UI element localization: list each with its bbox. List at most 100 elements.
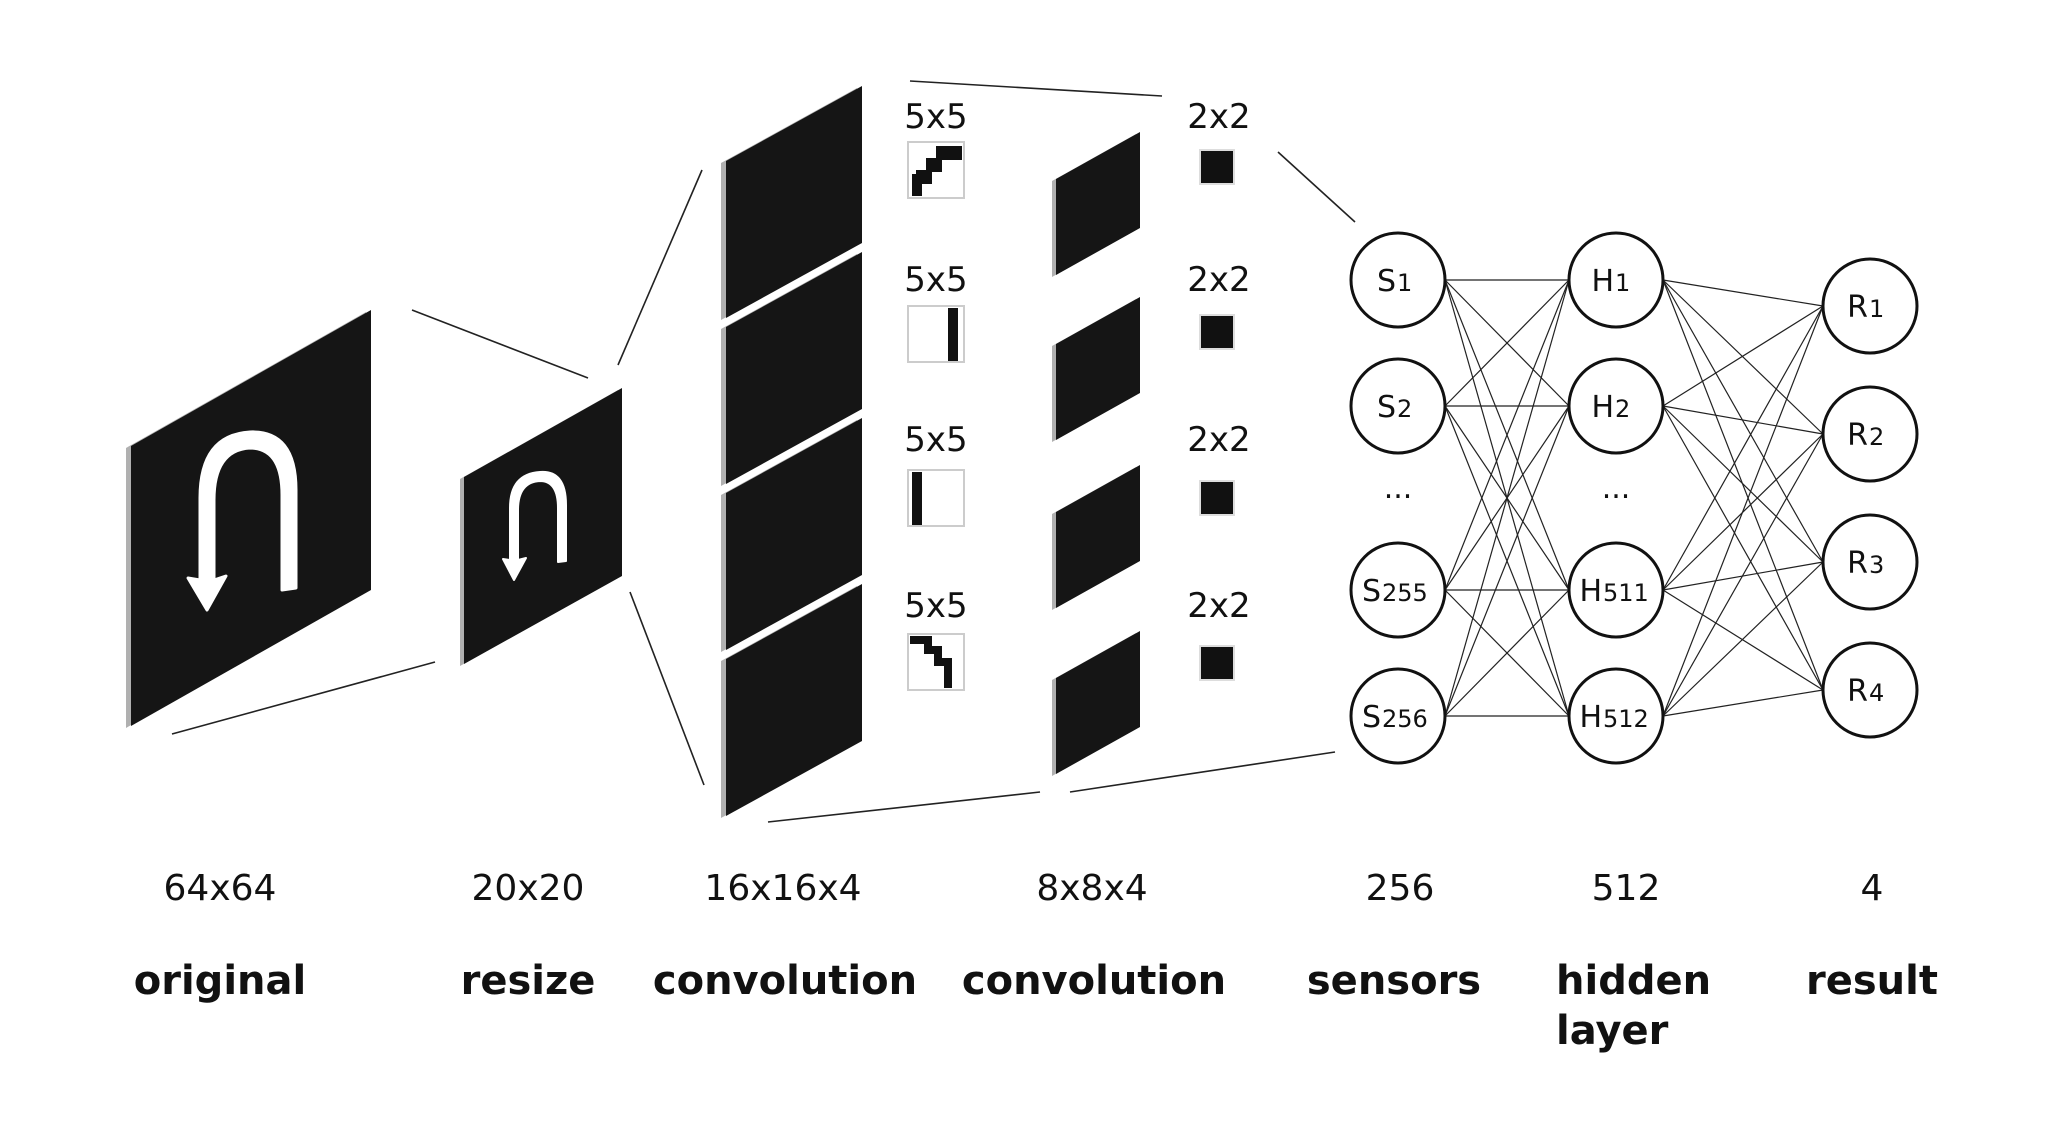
pool-label-4: 2x2 xyxy=(1187,586,1250,626)
resized-image-panel xyxy=(460,388,622,666)
node-letter: S xyxy=(1362,574,1381,609)
node-subscript: 255 xyxy=(1382,579,1428,607)
dims-resize: 20x20 xyxy=(472,868,585,909)
result-node-3: R 3 xyxy=(1821,513,1919,611)
node-subscript: 2 xyxy=(1869,423,1884,451)
pool-label-3: 2x2 xyxy=(1187,420,1250,460)
pool-kernel-4 xyxy=(1199,645,1235,681)
conv1-feature-maps xyxy=(721,86,862,818)
caption-sensors: sensors xyxy=(1307,958,1481,1004)
node-letter: H xyxy=(1579,700,1602,735)
node-subscript: 1 xyxy=(1397,269,1412,297)
network-connections xyxy=(1444,279,1824,717)
filter-kernel-4 xyxy=(907,633,965,691)
conv2-map-3 xyxy=(1052,465,1140,610)
sensor-hidden-edge-4-1 xyxy=(1444,279,1570,717)
sensor-hidden-edge-4-2 xyxy=(1444,405,1570,717)
node-subscript: 2 xyxy=(1615,395,1630,423)
result-node-4: R 4 xyxy=(1821,641,1919,739)
pool-kernels xyxy=(1199,149,1235,681)
node-letter: R xyxy=(1847,418,1868,453)
original-image-panel xyxy=(126,310,371,728)
dims-result: 4 xyxy=(1861,868,1884,909)
node-subscript: 4 xyxy=(1869,679,1884,707)
node-subscript: 3 xyxy=(1869,551,1884,579)
sensor-hidden-edge-4-3 xyxy=(1444,589,1570,717)
hidden-result-edge-3-4 xyxy=(1662,589,1824,691)
sensor-node-2: S 2 xyxy=(1349,357,1447,455)
node-letter: H xyxy=(1579,574,1602,609)
hidden-result-edge-2-1 xyxy=(1662,305,1824,407)
hidden-ellipsis: ... xyxy=(1602,471,1631,506)
node-subscript: 256 xyxy=(1382,705,1428,733)
hidden-result-edge-4-1 xyxy=(1662,305,1824,717)
connector-lines xyxy=(171,80,1356,823)
node-letter: H xyxy=(1591,264,1614,299)
node-letter: S xyxy=(1362,700,1381,735)
conv2-map-2 xyxy=(1052,297,1140,442)
u-turn-arrow-glyph-small xyxy=(502,470,567,581)
node-letter: R xyxy=(1847,674,1868,709)
node-subscript: 1 xyxy=(1615,269,1630,297)
hidden-result-edge-2-2 xyxy=(1662,405,1824,435)
sensor-hidden-edge-3-1 xyxy=(1444,279,1570,591)
sensor-ellipsis: ... xyxy=(1384,471,1413,506)
filter-label-2: 5x5 xyxy=(904,260,967,300)
hidden-result-edge-4-3 xyxy=(1662,561,1824,717)
filter-label-4: 5x5 xyxy=(904,586,967,626)
caption-resize: resize xyxy=(461,958,596,1004)
hidden-result-edge-3-1 xyxy=(1662,305,1824,591)
node-subscript: 2 xyxy=(1397,395,1412,423)
conv2-map-4 xyxy=(1052,631,1140,776)
hidden-result-edge-2-4 xyxy=(1662,405,1824,691)
filter-kernel-3 xyxy=(907,469,965,527)
pool-label-1: 2x2 xyxy=(1187,97,1250,137)
hidden-node-4: H 512 xyxy=(1567,667,1665,765)
filter-label-1: 5x5 xyxy=(904,97,967,137)
node-subscript: 512 xyxy=(1603,705,1649,733)
sensor-node-1: S 1 xyxy=(1349,231,1447,329)
sensor-hidden-edge-2-1 xyxy=(1444,279,1570,407)
caption-conv1: convolution xyxy=(653,958,917,1004)
pool-kernel-3 xyxy=(1199,480,1235,516)
hidden-result-edge-1-3 xyxy=(1662,279,1824,563)
pool-label-2: 2x2 xyxy=(1187,260,1250,300)
node-letter: S xyxy=(1377,264,1396,299)
hidden-node-3: H 511 xyxy=(1567,541,1665,639)
caption-result: result xyxy=(1806,958,1938,1004)
sensor-node-4: S 256 xyxy=(1349,667,1447,765)
result-layer: R 1 R 2 R 3 R 4 xyxy=(1821,257,1919,739)
conv2-map-1 xyxy=(1052,132,1140,277)
u-turn-arrow-glyph xyxy=(186,430,298,612)
filter-label-3: 5x5 xyxy=(904,420,967,460)
hidden-result-edge-1-4 xyxy=(1662,279,1824,691)
caption-conv2: convolution xyxy=(962,958,1226,1004)
result-node-1: R 1 xyxy=(1821,257,1919,355)
conv1-map-1 xyxy=(721,86,862,320)
sensor-node-3: S 255 xyxy=(1349,541,1447,639)
node-letter: H xyxy=(1591,390,1614,425)
hidden-result-edge-4-4 xyxy=(1662,689,1824,717)
result-node-2: R 2 xyxy=(1821,385,1919,483)
node-subscript: 1 xyxy=(1869,295,1884,323)
caption-hidden: hidden xyxy=(1556,958,1711,1004)
node-letter: R xyxy=(1847,546,1868,581)
node-letter: R xyxy=(1847,290,1868,325)
hidden-result-edge-4-2 xyxy=(1662,433,1824,717)
hidden-layer: H 1 H 2 ... H 511 H 512 xyxy=(1567,231,1665,765)
dims-sensors: 256 xyxy=(1366,868,1435,909)
node-letter: S xyxy=(1377,390,1396,425)
caption-hidden-line2: layer xyxy=(1556,1008,1669,1054)
dims-original: 64x64 xyxy=(164,868,277,909)
hidden-node-1: H 1 xyxy=(1567,231,1665,329)
conv1-map-3 xyxy=(721,418,862,652)
pool-kernel-1 xyxy=(1199,149,1235,185)
conv1-map-2 xyxy=(721,252,862,486)
sensor-layer: S 1 S 2 ... S 255 S 256 xyxy=(1349,231,1447,765)
dims-conv1: 16x16x4 xyxy=(704,868,861,909)
caption-original: original xyxy=(134,958,306,1004)
hidden-result-edge-1-1 xyxy=(1662,279,1824,307)
filter-kernel-2 xyxy=(907,305,965,363)
hidden-result-edge-2-3 xyxy=(1662,405,1824,563)
